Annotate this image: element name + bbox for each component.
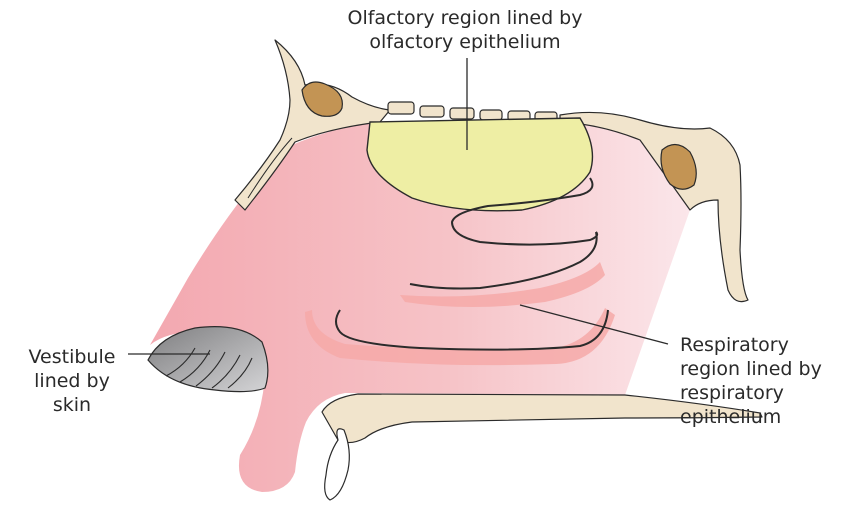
- vestibule-label-line-2: lined by: [2, 369, 142, 393]
- vestibule-label-line-1: Vestibule: [2, 345, 142, 369]
- olfactory-label-line-2: olfactory epithelium: [300, 30, 630, 54]
- vestibule-label: Vestibule lined by skin: [2, 345, 142, 417]
- respiratory-region-label: Respiratory region lined by respiratory …: [680, 333, 822, 429]
- respiratory-label-line-4: epithelium: [680, 405, 822, 429]
- olfactory-label-line-1: Olfactory region lined by: [300, 6, 630, 30]
- respiratory-label-line-1: Respiratory: [680, 333, 822, 357]
- olfactory-region-label: Olfactory region lined by olfactory epit…: [300, 6, 630, 54]
- vestibule-label-line-3: skin: [2, 393, 142, 417]
- respiratory-label-line-3: respiratory: [680, 381, 822, 405]
- respiratory-label-line-2: region lined by: [680, 357, 822, 381]
